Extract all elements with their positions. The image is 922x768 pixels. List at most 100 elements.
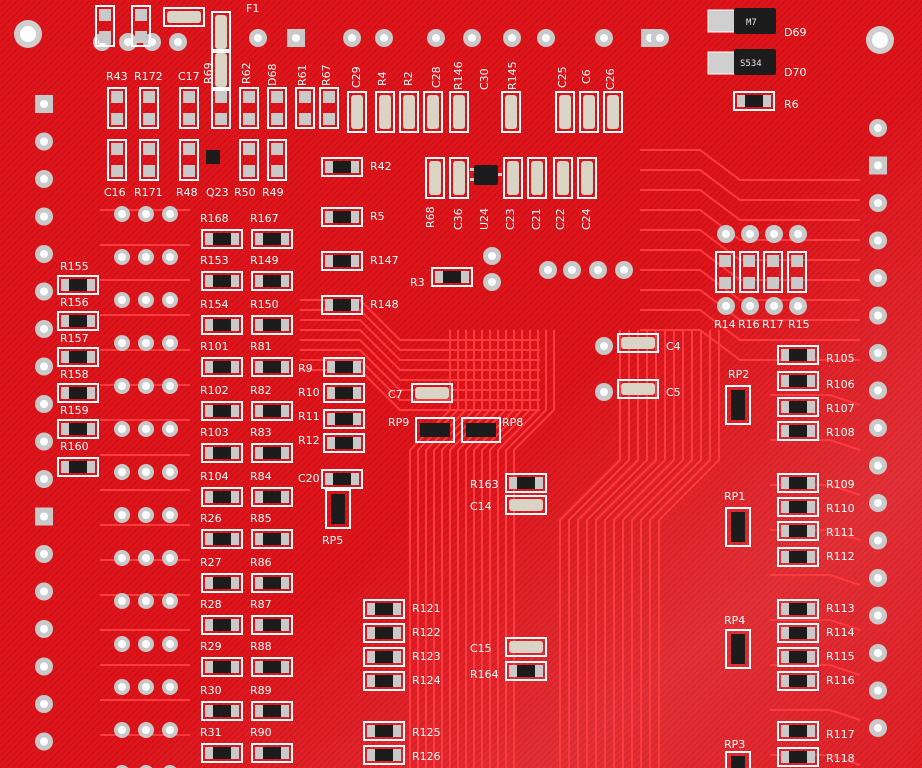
silk-label: R164 (470, 668, 499, 681)
th-hole (142, 554, 150, 562)
silk-label: R83 (250, 426, 272, 439)
smd-capacitor (505, 637, 547, 657)
smd-resistor (251, 229, 293, 249)
smd-resistor (363, 721, 405, 741)
resistor-pack (725, 507, 751, 547)
trace (513, 330, 555, 768)
pad-hole (874, 274, 882, 282)
th-hole (166, 425, 174, 433)
pad-hole (380, 34, 388, 42)
smd-resistor (323, 409, 365, 429)
silk-label: R163 (470, 478, 499, 491)
silk-label: R67 (320, 64, 333, 86)
silk-label: R148 (370, 298, 399, 311)
pad-hole (508, 34, 516, 42)
smd-capacitor (577, 157, 597, 199)
silk-label: R157 (60, 332, 89, 345)
smd-resistor (777, 671, 819, 691)
silk-label: R48 (176, 186, 198, 199)
trace (770, 709, 861, 721)
trace (300, 349, 540, 391)
pad-hole (874, 574, 882, 582)
silk-label: R104 (200, 470, 229, 483)
pad-hole (874, 461, 882, 470)
th-hole (142, 640, 150, 648)
smd-resistor (251, 401, 293, 421)
trace (559, 330, 621, 768)
smd-capacitor (425, 157, 445, 199)
smd-empty-footprint (239, 139, 259, 181)
smd-capacitor (163, 7, 205, 27)
pad-hole (40, 475, 48, 483)
smd-capacitor (411, 383, 453, 403)
silk-label: R171 (134, 186, 163, 199)
smd-resistor (251, 271, 293, 291)
trace (613, 330, 675, 768)
smd-resistor (777, 473, 819, 493)
th-hole (118, 210, 126, 218)
smd-resistor (505, 661, 547, 681)
smd-empty-footprint (739, 251, 759, 293)
th-hole (166, 468, 174, 476)
silk-label: RP1 (724, 490, 745, 503)
pad-hole (542, 34, 550, 42)
pad-hole (544, 266, 552, 274)
silk-label: R121 (412, 602, 441, 615)
smd-resistor (777, 521, 819, 541)
smd-resistor (201, 487, 243, 507)
smd-capacitor (503, 157, 523, 199)
smd-resistor (733, 91, 775, 111)
pad-hole (594, 266, 602, 274)
smd-resistor (321, 295, 363, 315)
silk-label: R69 (202, 62, 215, 84)
pad-hole (292, 34, 300, 42)
silk-label: R10 (298, 386, 320, 399)
th-hole (118, 640, 126, 648)
smd-capacitor (617, 379, 659, 399)
silk-label: C30 (478, 68, 491, 90)
silk-label: R110 (826, 502, 855, 515)
silk-label: R15 (788, 318, 810, 331)
th-hole (142, 425, 150, 433)
silk-label: R30 (200, 684, 222, 697)
smd-capacitor (501, 91, 521, 133)
th-hole (142, 382, 150, 390)
pad-hole (794, 302, 802, 310)
smd-resistor (321, 251, 363, 271)
smd-empty-footprint (107, 139, 127, 181)
smd-resistor (57, 347, 99, 367)
pad-hole (600, 342, 608, 350)
silk-label: R109 (826, 478, 855, 491)
th-hole (166, 339, 174, 347)
silk-label: R89 (250, 684, 272, 697)
smd-empty-footprint (267, 87, 287, 129)
smd-resistor (323, 433, 365, 453)
pad-hole (874, 724, 882, 732)
pad-hole (746, 230, 754, 238)
smd-empty-footprint (763, 251, 783, 293)
trace (300, 319, 540, 361)
ic-q23 (206, 150, 220, 164)
silk-label: C26 (604, 68, 617, 90)
silk-label: R31 (200, 726, 222, 739)
smd-empty-footprint (295, 87, 315, 129)
resistor-pack (725, 629, 751, 669)
th-hole (142, 296, 150, 304)
smd-resistor (321, 207, 363, 227)
pad-hole (40, 175, 48, 183)
silk-label: R28 (200, 598, 222, 611)
smd-resistor (57, 275, 99, 295)
pad-hole (124, 38, 132, 46)
silk-label: R102 (200, 384, 229, 397)
silk-label: RP2 (728, 368, 749, 381)
smd-resistor (363, 647, 405, 667)
silk-label: R172 (134, 70, 163, 83)
smd-resistor (201, 315, 243, 335)
pad-hole (770, 230, 778, 238)
silk-label: C5 (666, 386, 681, 399)
silk-label: R103 (200, 426, 229, 439)
silk-label: R88 (250, 640, 272, 653)
smd-capacitor (211, 11, 231, 53)
th-hole (118, 511, 126, 519)
